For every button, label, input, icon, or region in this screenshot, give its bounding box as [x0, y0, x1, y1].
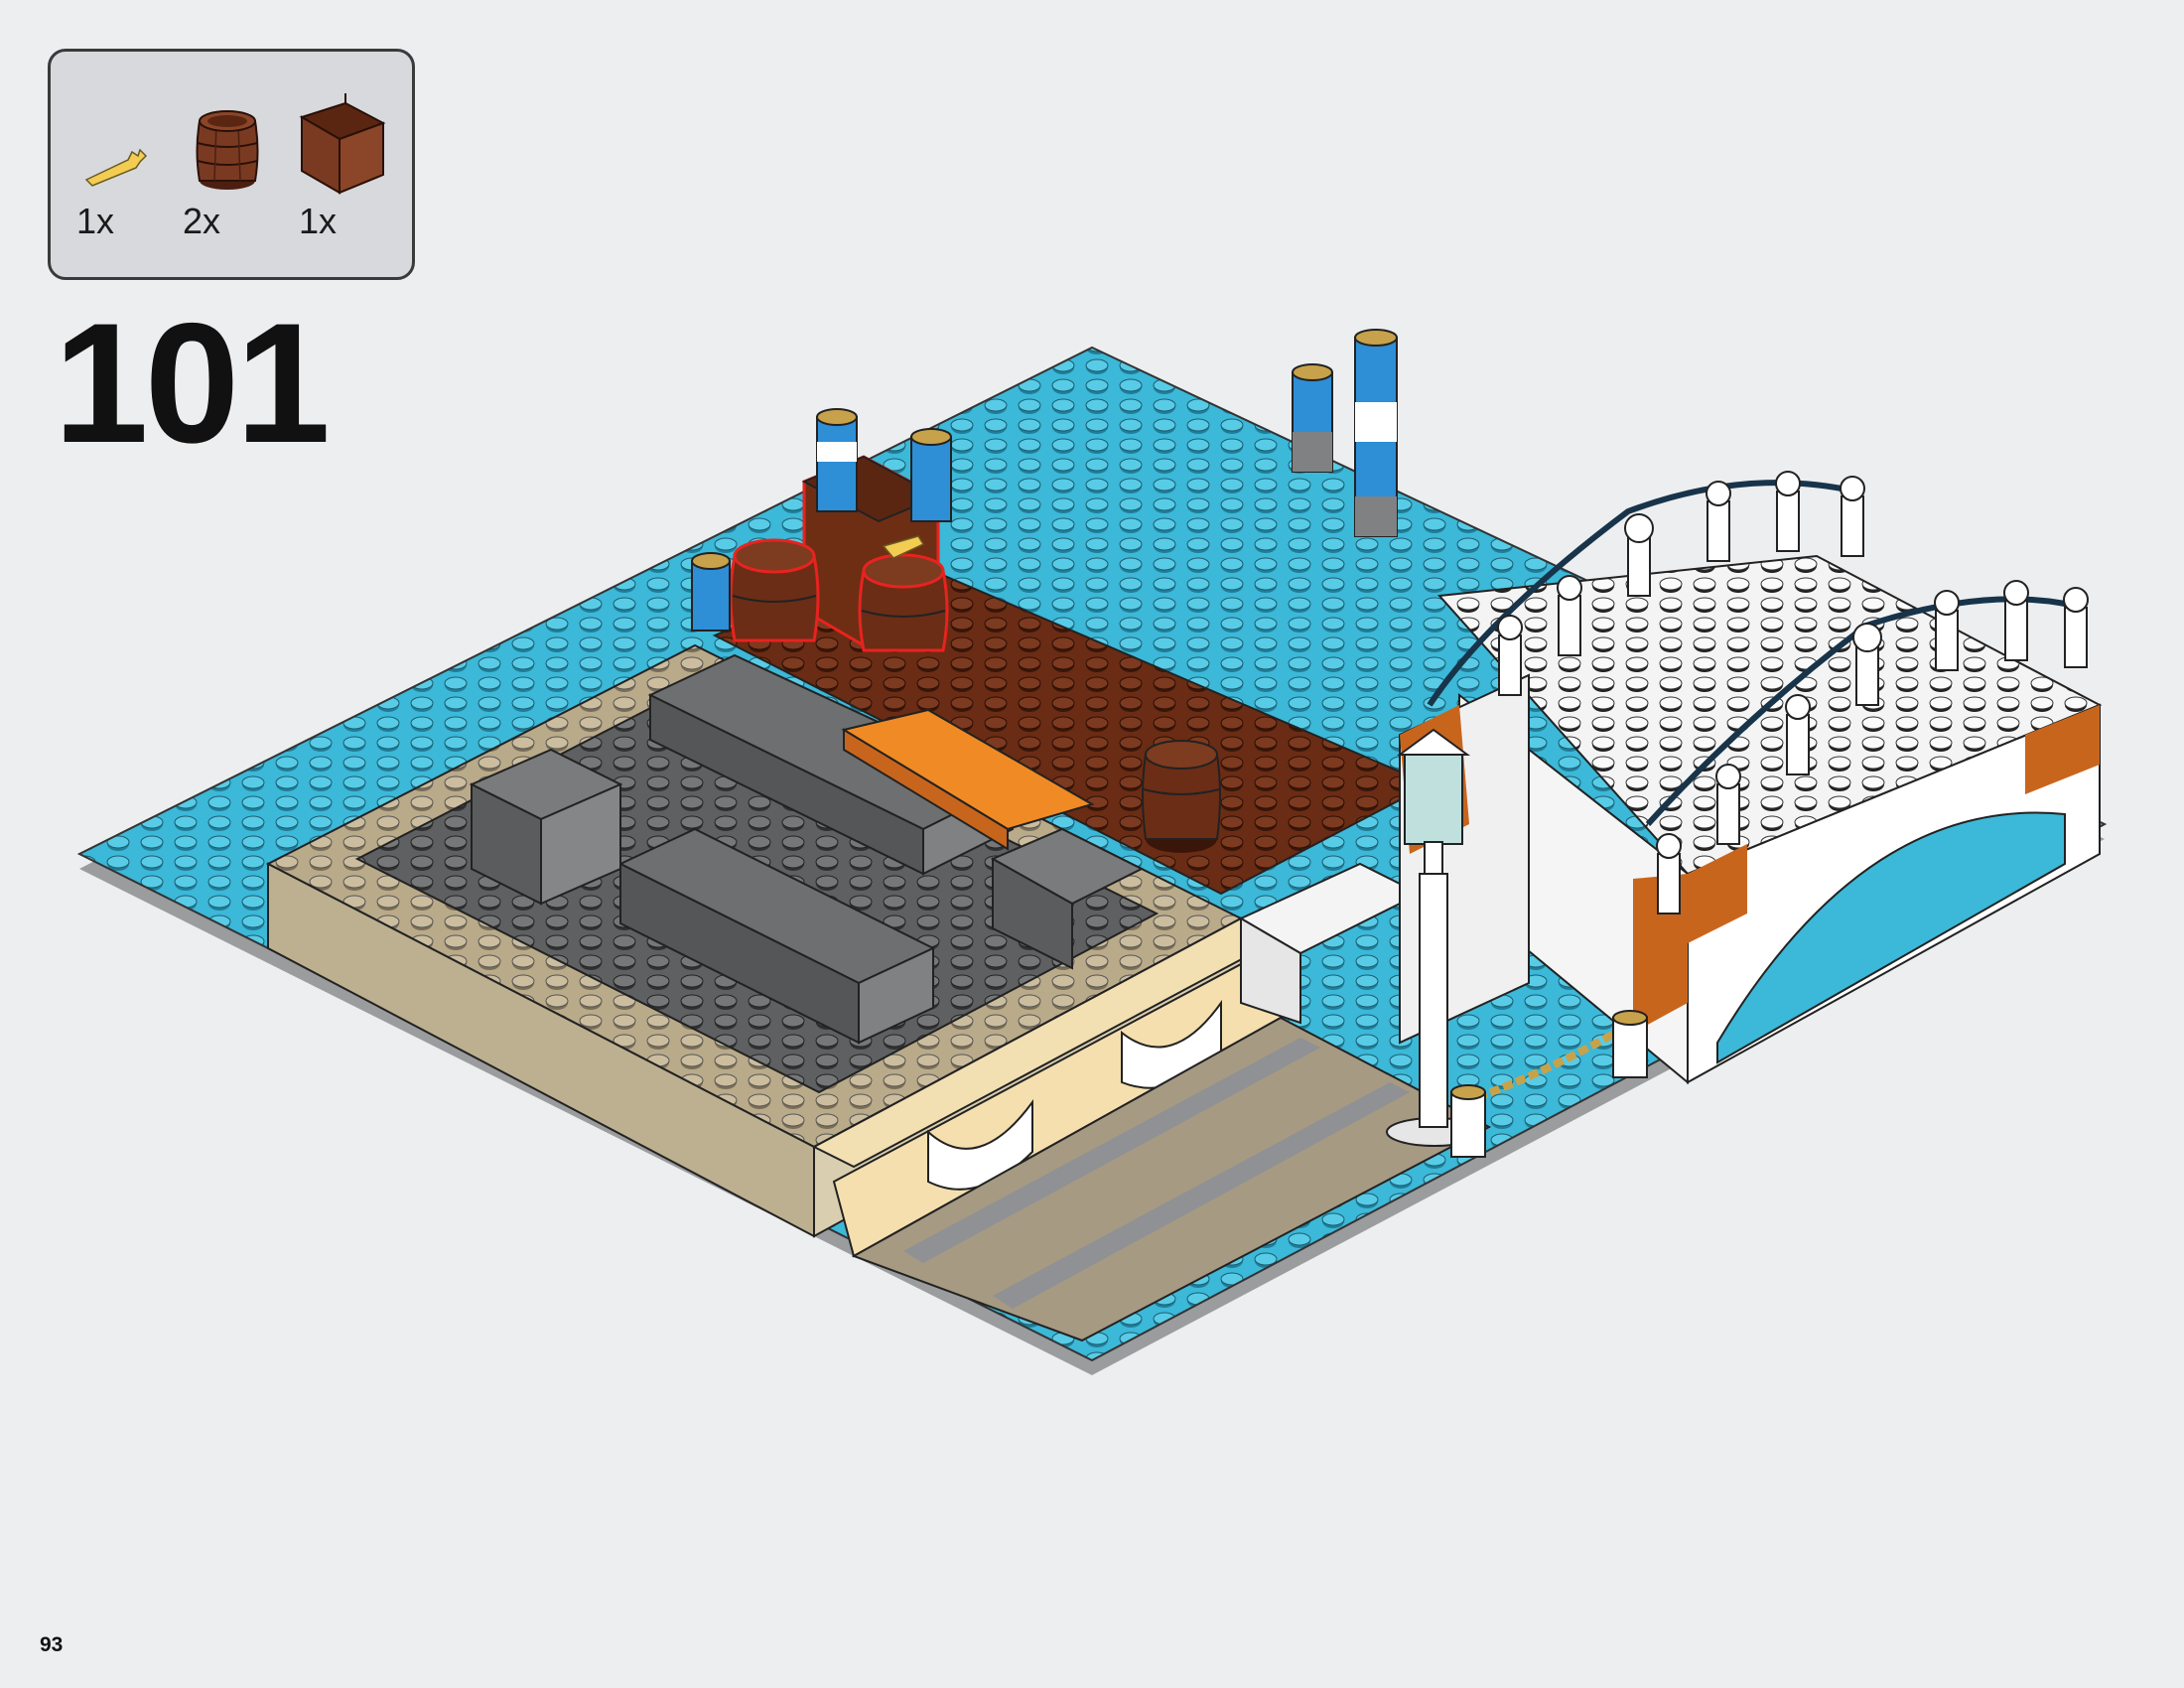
barrel — [1142, 740, 1221, 853]
step-number: 101 — [54, 288, 331, 479]
gray-block — [992, 857, 1073, 970]
bone-piece — [882, 535, 925, 559]
mooring-post — [816, 408, 858, 512]
parts-callout: 1x 2x 1x — [48, 49, 415, 280]
barrel — [858, 569, 949, 652]
page-number: 93 — [40, 1633, 64, 1656]
mooring-post — [691, 552, 731, 632]
crate-part-icon — [294, 89, 389, 199]
balustrade — [1427, 471, 2089, 914]
barrel — [729, 554, 820, 642]
mooring-post — [1354, 329, 1398, 537]
bridge-arch — [1716, 811, 2066, 1064]
chain-barrier — [1450, 1010, 1648, 1158]
part-quantity: 1x — [76, 201, 115, 241]
white-stairs — [1240, 916, 1301, 1025]
street — [851, 1016, 1492, 1342]
yellow-bone-part-icon — [80, 146, 152, 188]
part-quantity: 1x — [299, 201, 338, 241]
part-quantity: 2x — [183, 201, 221, 241]
mooring-post — [1292, 363, 1333, 473]
mooring-post — [910, 428, 952, 522]
arch-window — [927, 1098, 1033, 1191]
barrel-part-icon — [195, 103, 260, 193]
